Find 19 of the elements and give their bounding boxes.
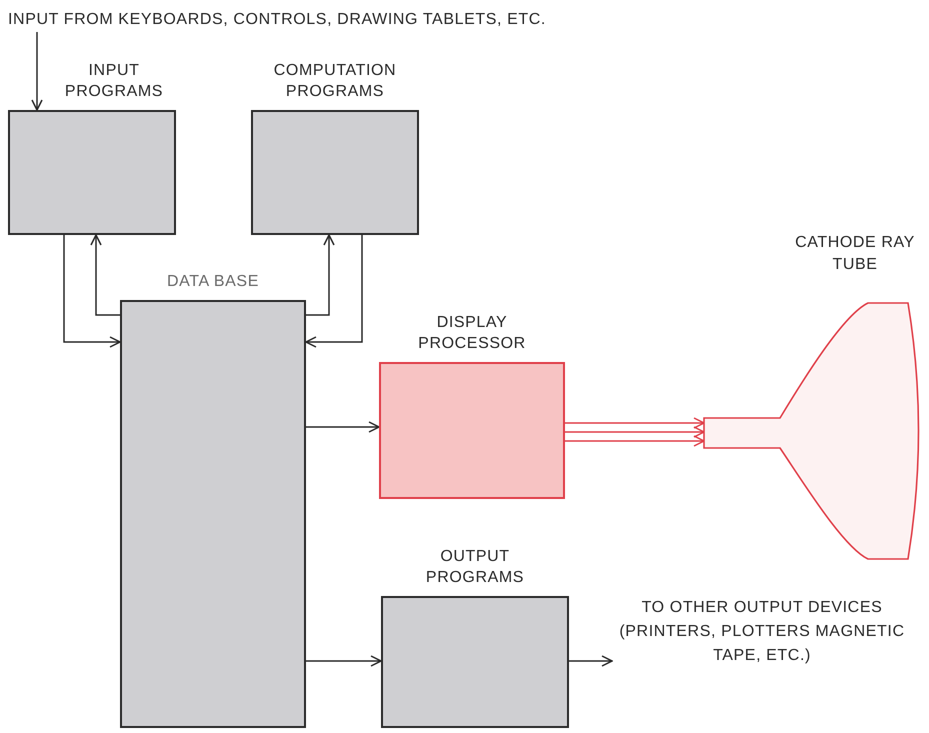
note-text: TO OTHER OUTPUT DEVICES (PRINTERS, PLOTTERS MAGNETIC TAPE, ETC.) <box>619 599 905 664</box>
block-heading: INPUT PROGRAMS <box>64 61 164 102</box>
arrow <box>565 435 705 447</box>
tube-label: CATHODE RAY TUBE <box>794 233 916 275</box>
arrow <box>306 421 380 433</box>
arrow <box>565 426 705 438</box>
arrow <box>306 234 335 316</box>
arrow <box>31 32 43 111</box>
arrow <box>90 234 120 316</box>
note-text: INPUT FROM KEYBOARDS, CONTROLS, DRAWING TABLETS, ETC. <box>8 11 546 28</box>
block-heading: COMPUTATION PROGRAMS <box>272 61 398 102</box>
arrow <box>63 235 121 348</box>
arrow <box>306 655 382 667</box>
block-heading: DATA BASE <box>167 272 259 292</box>
arrow <box>305 235 363 348</box>
arrow <box>569 655 613 667</box>
arrow <box>565 417 705 429</box>
block-heading: OUTPUT PROGRAMS <box>424 547 526 588</box>
block-heading: DISPLAY PROCESSOR <box>417 313 527 354</box>
